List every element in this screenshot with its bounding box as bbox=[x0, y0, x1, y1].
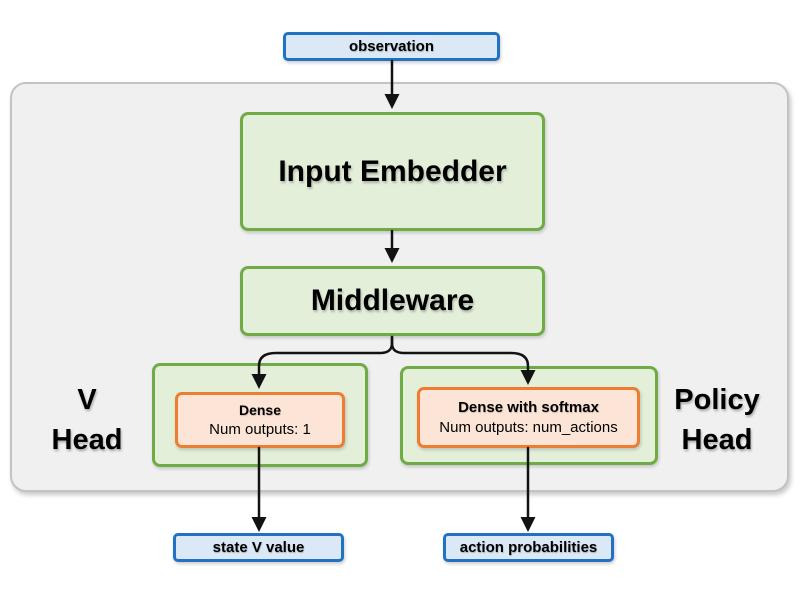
action-probabilities-label: action probabilities bbox=[459, 539, 598, 556]
v-head-label: V Head bbox=[24, 380, 150, 460]
v-head-label-line2: Head bbox=[51, 424, 123, 456]
v-head-dense-detail: Num outputs: 1 bbox=[209, 421, 311, 438]
middleware-node: Middleware bbox=[240, 266, 545, 336]
middleware-label: Middleware bbox=[310, 284, 475, 317]
observation-node: observation bbox=[283, 32, 500, 61]
input-embedder-label: Input Embedder bbox=[278, 154, 507, 188]
policy-head-label: Policy Head bbox=[658, 380, 776, 460]
policy-head-dense-title: Dense with softmax bbox=[458, 398, 599, 416]
v-head-dense-layer: Dense Num outputs: 1 bbox=[175, 392, 345, 448]
observation-label: observation bbox=[348, 38, 435, 55]
policy-head-dense-detail: Num outputs: num_actions bbox=[439, 418, 618, 436]
policy-head-dense-layer: Dense with softmax Num outputs: num_acti… bbox=[417, 387, 640, 448]
state-v-value-node: state V value bbox=[173, 533, 344, 562]
policy-head-label-line1: Policy bbox=[674, 384, 760, 416]
arrowhead-v-head-to-state-v-value bbox=[251, 517, 267, 532]
input-embedder-node: Input Embedder bbox=[240, 112, 545, 231]
state-v-value-label: state V value bbox=[212, 539, 305, 556]
v-head-label-line1: V bbox=[77, 384, 97, 416]
v-head-dense-title: Dense bbox=[238, 402, 282, 418]
policy-head-label-line2: Head bbox=[681, 424, 753, 456]
arrowhead-policy-head-to-action-probabilities bbox=[520, 517, 536, 532]
action-probabilities-node: action probabilities bbox=[443, 533, 614, 562]
